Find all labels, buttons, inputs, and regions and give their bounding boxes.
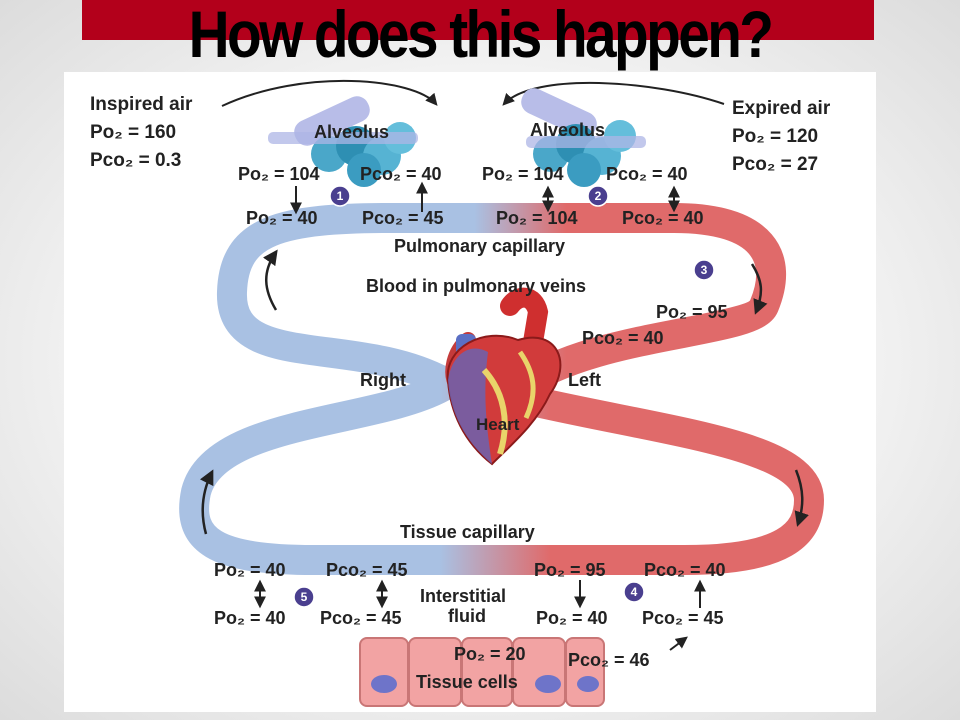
alveolus-left-cluster	[268, 96, 418, 187]
expired-pco2: Pco₂ = 27	[732, 154, 818, 175]
flow-arrow-down-right	[750, 263, 768, 315]
inspired-air-arrow	[221, 80, 438, 107]
pulm-cap-right-pco2: Pco₂ = 40	[622, 208, 704, 228]
tissue-cap-left-po2: Po₂ = 40	[214, 560, 286, 580]
tissue-cells-group	[359, 637, 605, 707]
flow-arrow-up-systemic	[199, 469, 214, 535]
tissue-cells-label: Tissue cells	[416, 672, 518, 692]
tissue-cap-left-pco2: Pco₂ = 45	[326, 560, 408, 580]
flow-arrow-down-systemic	[794, 469, 809, 527]
alveolus-left-po2: Po₂ = 104	[238, 164, 320, 184]
expired-po2: Po₂ = 120	[732, 126, 818, 147]
pulm-vein-po2: Po₂ = 95	[656, 302, 728, 322]
pulm-vein-pco2: Pco₂ = 40	[582, 328, 664, 348]
step-badge-3: 3	[693, 259, 715, 281]
tissue-cap-right-pco2: Pco₂ = 40	[644, 560, 726, 580]
inspired-po2: Po₂ = 160	[90, 122, 176, 143]
gas-exchange-diagram: 1 2 3 4 5 Inspired air Po₂ = 160 Pco₂ = …	[64, 72, 876, 712]
tissue-cap-right-po2: Po₂ = 95	[534, 560, 606, 580]
expired-air-label: Expired air	[732, 98, 831, 119]
alveolus-right-po2: Po₂ = 104	[482, 164, 564, 184]
svg-text:2: 2	[595, 189, 602, 203]
svg-text:3: 3	[701, 263, 708, 277]
pulmonary-capillary-label: Pulmonary capillary	[394, 236, 565, 256]
pulm-cap-left-pco2: Pco₂ = 45	[362, 208, 444, 228]
interstitial-right-pco2: Pco₂ = 45	[642, 608, 724, 628]
interstitial-left-po2: Po₂ = 40	[214, 608, 286, 628]
svg-text:1: 1	[337, 189, 344, 203]
alveolus-right-cluster	[521, 88, 646, 187]
pulmonary-vessel-loop	[217, 203, 787, 402]
slide-title: How does this happen?	[188, 0, 774, 71]
co2-out-of-cell-arrow	[669, 636, 688, 651]
step-badge-1: 1	[329, 185, 351, 207]
expired-air-arrow	[502, 81, 725, 106]
interstitial-label-line1: Interstitial	[420, 586, 506, 606]
pulm-cap-right-po2: Po₂ = 104	[496, 208, 578, 228]
alveolus-right-pco2: Pco₂ = 40	[606, 164, 688, 184]
pulmonary-veins-label: Blood in pulmonary veins	[366, 276, 586, 296]
tissue-capillary-label: Tissue capillary	[400, 522, 535, 542]
flow-arrow-up-left	[262, 249, 278, 311]
alveolus-right-label: Alveolus	[530, 120, 605, 140]
interstitial-left-pco2: Pco₂ = 45	[320, 608, 402, 628]
step-badge-5: 5	[293, 586, 315, 608]
svg-text:5: 5	[301, 590, 308, 604]
inspired-pco2: Pco₂ = 0.3	[90, 150, 181, 171]
tissue-cells-pco2: Pco₂ = 46	[568, 650, 650, 670]
step-badge-2: 2	[587, 185, 609, 207]
title-bar	[82, 0, 874, 40]
heart-label: Heart	[476, 415, 520, 434]
left-side-label: Left	[568, 370, 601, 390]
svg-text:4: 4	[631, 585, 638, 599]
step-badge-4: 4	[623, 581, 645, 603]
inspired-air-label: Inspired air	[90, 94, 193, 115]
tissue-cells-po2: Po₂ = 20	[454, 644, 526, 664]
interstitial-label-line2: fluid	[448, 606, 486, 626]
heart-illustration	[445, 287, 562, 466]
alveolus-left-pco2: Pco₂ = 40	[360, 164, 442, 184]
systemic-vessel-loop	[179, 372, 825, 575]
pulm-cap-left-po2: Po₂ = 40	[246, 208, 318, 228]
interstitial-right-po2: Po₂ = 40	[536, 608, 608, 628]
alveolus-left-label: Alveolus	[314, 122, 389, 142]
right-side-label: Right	[360, 370, 406, 390]
